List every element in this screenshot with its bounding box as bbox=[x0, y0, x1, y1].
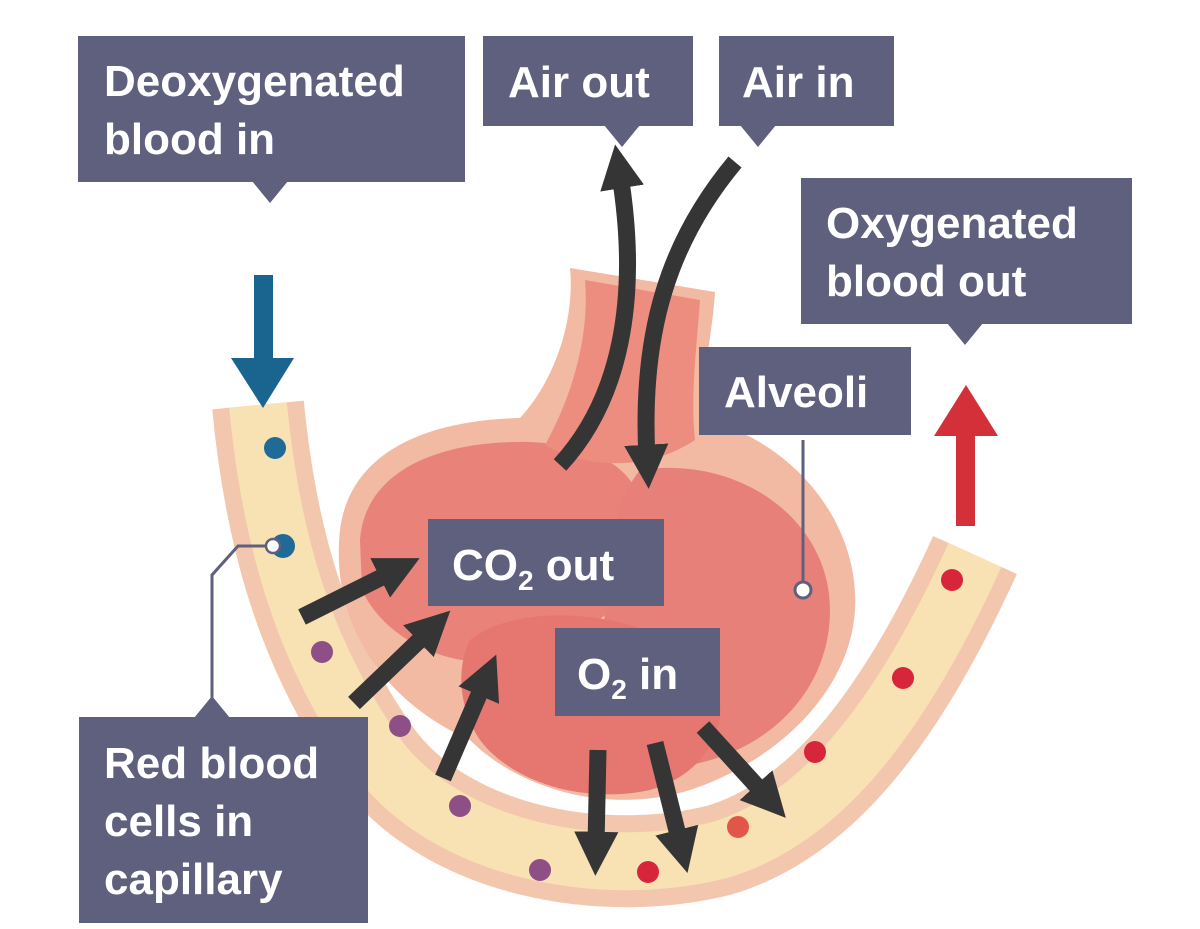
air-in-arrow bbox=[624, 156, 742, 489]
label-text: Red blood bbox=[104, 739, 319, 788]
oxygenated-blood-out-label: Oxygenated blood out bbox=[801, 178, 1132, 345]
label-text: Air in bbox=[742, 58, 854, 107]
capillary bbox=[212, 400, 1017, 908]
red-blood-cells-label: Red blood cells in capillary bbox=[79, 696, 368, 923]
co2-arrow bbox=[435, 654, 500, 782]
capillary-plasma bbox=[229, 402, 1002, 891]
blood-cell-purple bbox=[311, 641, 333, 663]
co2-out-label: CO2 out bbox=[428, 519, 664, 606]
label-text: cells in bbox=[104, 797, 253, 846]
oxygenated-arrow bbox=[934, 385, 998, 526]
co2-rest: out bbox=[534, 541, 615, 590]
blood-cell-red bbox=[804, 741, 826, 763]
deoxygenated-blood-in-label: Deoxygenated blood in bbox=[78, 36, 465, 203]
o2-in-label: O2 in bbox=[555, 628, 720, 716]
label-text: O2 in bbox=[577, 650, 678, 705]
o2-arrow bbox=[696, 721, 786, 818]
label-text: capillary bbox=[104, 855, 283, 904]
o2-arrow bbox=[574, 749, 619, 876]
o2-base: O bbox=[577, 650, 611, 699]
blood-cell-red bbox=[941, 569, 963, 591]
alveoli-label: Alveoli bbox=[699, 347, 911, 435]
label-text: Air out bbox=[508, 58, 650, 107]
o2-rest: in bbox=[627, 650, 678, 699]
blood-cell-blue bbox=[264, 437, 286, 459]
label-text: blood in bbox=[104, 115, 275, 164]
blood-cell-red bbox=[637, 861, 659, 883]
blood-cell-purple bbox=[529, 859, 551, 881]
air-out-label: Air out bbox=[483, 36, 693, 147]
blood-cell-pointed bbox=[264, 534, 295, 558]
blood-cells bbox=[264, 437, 963, 883]
o2-arrow bbox=[646, 740, 699, 874]
o2-subscript: 2 bbox=[611, 674, 627, 705]
co2-arrow bbox=[298, 558, 420, 625]
label-text: blood out bbox=[826, 257, 1027, 306]
blood-cell-red bbox=[892, 667, 914, 689]
blood-cell-purple bbox=[389, 715, 411, 737]
air-in-label: Air in bbox=[719, 36, 894, 147]
deoxygenated-arrow bbox=[231, 275, 294, 408]
label-text: CO2 out bbox=[452, 541, 615, 596]
alveoli-pointer bbox=[793, 440, 813, 600]
co2-arrow bbox=[348, 610, 451, 710]
blood-cell-purple bbox=[449, 795, 471, 817]
co2-base: CO bbox=[452, 541, 518, 590]
air-out-arrow bbox=[553, 144, 644, 471]
label-text: Deoxygenated bbox=[104, 57, 405, 106]
label-text: Alveoli bbox=[724, 368, 868, 417]
label-text: Oxygenated bbox=[826, 199, 1078, 248]
co2-subscript: 2 bbox=[518, 565, 534, 596]
blood-cell-orange bbox=[727, 816, 749, 838]
rbc-pointer bbox=[210, 544, 266, 720]
